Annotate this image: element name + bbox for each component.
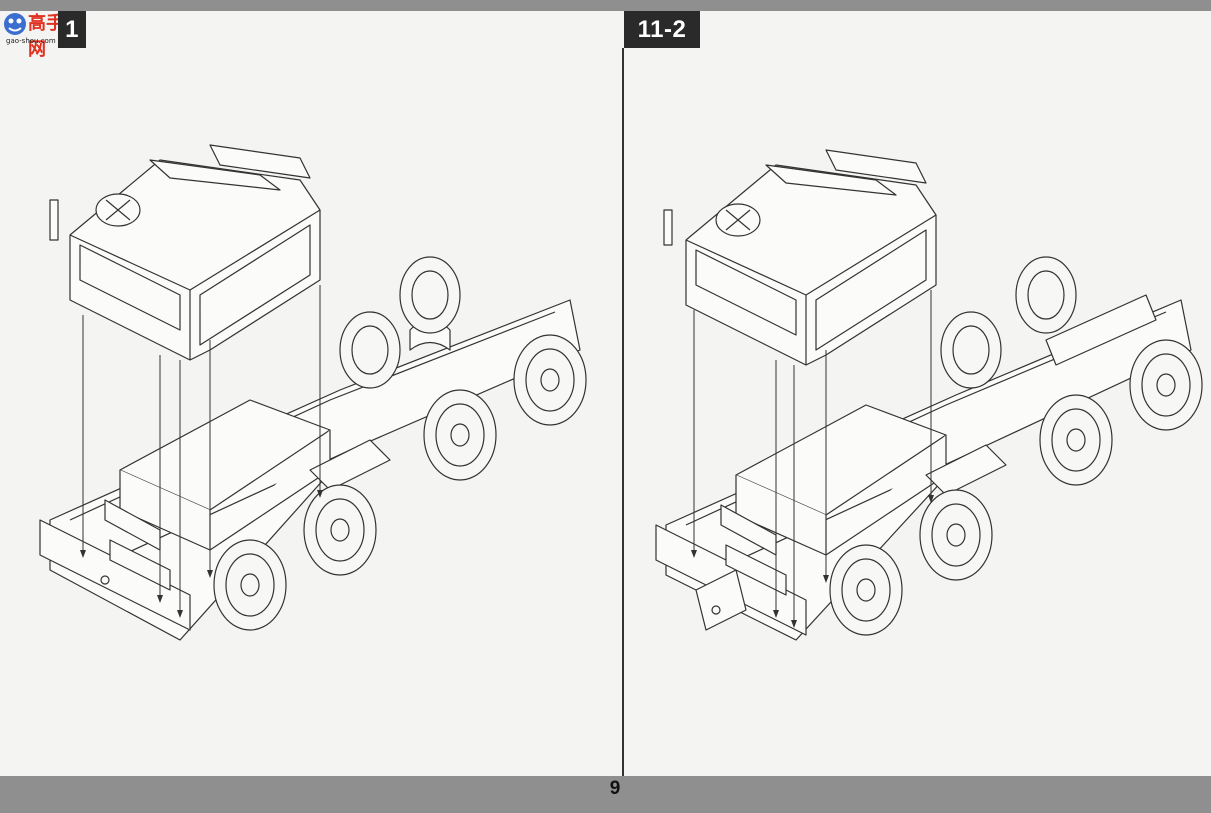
page-number: 9 [609, 778, 621, 799]
assembly-illustration-left [10, 50, 610, 770]
step-badge-right: 11-2 [624, 11, 700, 48]
top-bar [0, 0, 1211, 11]
truck-cab-assembly-icon [39, 144, 587, 641]
assembly-illustration-right [626, 50, 1211, 770]
truck-cab-assembly-icon [655, 149, 1203, 641]
watermark-logo: 高手网 gao-shou.com [0, 9, 76, 60]
watermark-url: gao-shou.com [6, 37, 56, 45]
mascot-icon [4, 13, 26, 35]
bottom-bar [0, 776, 1211, 813]
step-badge-left: 1 [58, 11, 86, 48]
page-divider [622, 48, 624, 776]
watermark-text: 高手网 [28, 13, 64, 60]
